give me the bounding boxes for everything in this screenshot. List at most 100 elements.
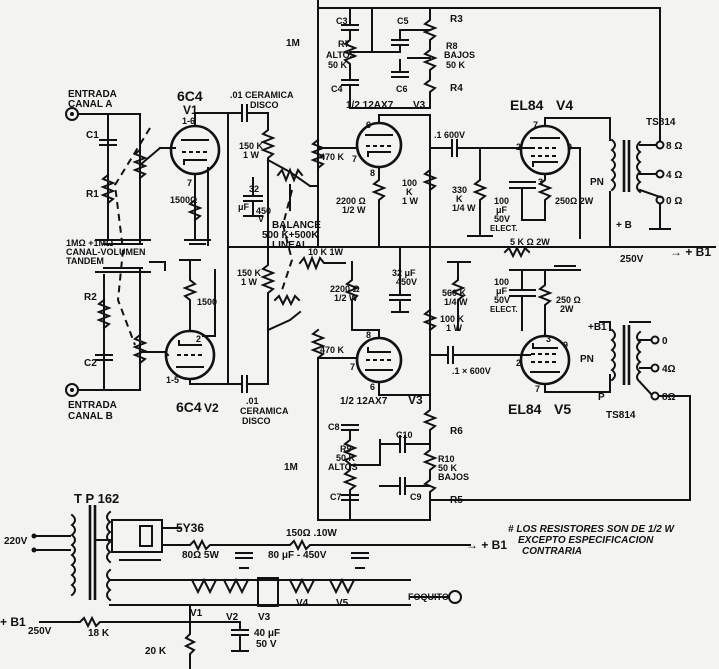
heater-marks <box>190 577 356 607</box>
c7-label: C7 <box>330 492 342 502</box>
v4-pin-k: 3 <box>538 177 543 187</box>
pn2-label: PN <box>580 354 594 365</box>
r1500b-label: 1500 <box>197 297 217 307</box>
r5-label: R5 <box>450 495 463 506</box>
ts2-label: TS814 <box>606 410 636 421</box>
out-0ohm-b[interactable] <box>650 335 660 345</box>
v5-pin-g: 2 <box>516 358 521 368</box>
note-2: EXCEPTO ESPECIFICACION <box>518 535 654 546</box>
r5k-label: 5 K Ω 2W <box>510 237 550 247</box>
r7-label: R7 <box>338 39 350 49</box>
o8b-label: 8Ω <box>662 392 676 403</box>
c32b-label-2: 450V <box>396 277 417 287</box>
v250-label: 250V <box>620 254 644 265</box>
r1-label: R1 <box>86 189 99 200</box>
r470a-label: 470 K <box>320 152 345 162</box>
v1-type: 6C4 <box>177 88 203 104</box>
r1500a-label: 1500Ω <box>170 195 197 205</box>
cer-b-3: DISCO <box>242 416 271 426</box>
bajos-label: BAJOS <box>444 50 475 60</box>
r100a-1: 100 <box>402 178 417 188</box>
c100b-2: μF <box>496 286 508 296</box>
v3b-ref: V3 <box>408 393 423 407</box>
ts1-label: TS814 <box>646 117 676 128</box>
c600a-label: .1 600V <box>434 130 465 140</box>
volume-note-1: 1MΩ +1MΩ <box>66 238 113 248</box>
o0b-label: 0 <box>662 336 668 347</box>
note-1: # LOS RESISTORES SON DE 1/2 W <box>508 524 676 535</box>
tube-v3-top: 1/2 12AX7 V3 6 7 8 <box>346 100 426 178</box>
v220-label: 220V <box>4 536 28 547</box>
tandem-link <box>113 127 151 346</box>
r10-label: R10 <box>438 454 455 464</box>
tube-v4: EL84 V4 7 2 9 3 <box>510 97 573 187</box>
c600b-label: .1 × 600V <box>452 366 491 376</box>
balance-control[interactable]: BALANCE 500 K+500K LINEAL <box>262 167 321 307</box>
out-8ohm-b[interactable] <box>650 391 660 401</box>
r80-label: 80Ω 5W <box>182 550 219 561</box>
cap32a-1: 32 <box>249 184 259 194</box>
k50c-label: 50 K <box>336 453 356 463</box>
r470b-label: 470 K <box>320 345 345 355</box>
r330-3: 1/4 W <box>452 203 476 213</box>
v2-ref: V2 <box>204 401 219 415</box>
v5-pin-k: 3 <box>546 334 551 344</box>
volume-note-3: TANDEM <box>66 256 104 266</box>
v1-pin-k: 7 <box>187 178 192 188</box>
out-4ohm-a[interactable] <box>655 169 665 179</box>
c100a-3: 50V <box>494 214 510 224</box>
heater-v5: V5 <box>336 598 349 609</box>
cer-b-1: .01 <box>246 396 259 406</box>
c100a-2: μF <box>496 205 508 215</box>
input-a-label-1: ENTRADA <box>68 89 117 100</box>
k50a-label: 50 K <box>328 60 348 70</box>
v2-pin-k: 2 <box>196 334 201 344</box>
r150b-label: 150 K <box>237 268 262 278</box>
r250a-label: 250Ω 2W <box>555 196 594 206</box>
w12a-label: 1/2 W <box>342 205 366 215</box>
c100a-4: ELECT. <box>490 224 518 233</box>
cer-a-2: DISCO <box>250 100 279 110</box>
r20k-label: 20 K <box>145 646 167 657</box>
v5-type: EL84 <box>508 401 542 417</box>
r330-1: 330 <box>452 185 467 195</box>
v4-ref: V4 <box>556 97 573 113</box>
output-transformer-1: TS814 PN 8 Ω 4 Ω 0 Ω <box>590 117 682 230</box>
balance-3: LINEAL <box>272 240 308 251</box>
out-8ohm-a[interactable] <box>655 140 665 150</box>
heater-v4: V4 <box>296 598 309 609</box>
output-transformer-2: +B1 PN P TS814 0 4Ω 8Ω <box>580 321 676 421</box>
r100a-3: 1 W <box>402 196 419 206</box>
c2-label: C2 <box>84 358 97 369</box>
r560-label-2: 1/4 W <box>444 297 468 307</box>
bplus-label: + B <box>616 220 632 231</box>
c5-label: C5 <box>397 16 409 26</box>
r150b-label-2: 1 W <box>241 277 258 287</box>
r100b-label: 100 K <box>440 314 465 324</box>
volume-note: 1MΩ +1MΩ CANAL-VOLUMEN TANDEM <box>66 238 146 266</box>
r2200b-label: 2200 Ω <box>330 284 360 294</box>
cer-a-1: .01 CERAMICA <box>230 90 294 100</box>
c32b-label: 32 μF <box>392 268 416 278</box>
tube-v2: 6C4 V2 1-5 2 <box>164 329 219 415</box>
v2-pin-g: 1-5 <box>166 375 179 385</box>
c1-label: C1 <box>86 130 99 141</box>
bajos2-label: BAJOS <box>438 472 469 482</box>
r9-label: R9 <box>340 444 352 454</box>
c4-label: C4 <box>331 84 343 94</box>
o0-label: 0 Ω <box>666 196 682 207</box>
c9-label: C9 <box>410 492 422 502</box>
cap32a-3: 450 <box>256 206 271 216</box>
out-4ohm-b[interactable] <box>650 363 660 373</box>
tp162-label: T P 162 <box>74 491 119 506</box>
r1m-label: 1M <box>286 38 300 49</box>
c100b-4: ELECT. <box>490 305 518 314</box>
r250b-label-2: 2W <box>560 304 574 314</box>
v4-pin-a: 7 <box>533 120 538 130</box>
heater-v1: V1 <box>190 608 203 619</box>
resistor-note: # LOS RESISTORES SON DE 1/2 W EXCEPTO ES… <box>508 524 676 557</box>
tone-stack-top: C3 R7 ALTOS 50 K C4 C5 C6 R3 R8 BAJOS 50… <box>317 7 661 141</box>
cer-b-2: CERAMICA <box>240 406 289 416</box>
tone-stack-bottom: C8 R9 50 K ALTOS C7 1M C10 C9 R6 R10 50 … <box>284 394 469 521</box>
b1in-label: + B1 <box>0 615 26 629</box>
